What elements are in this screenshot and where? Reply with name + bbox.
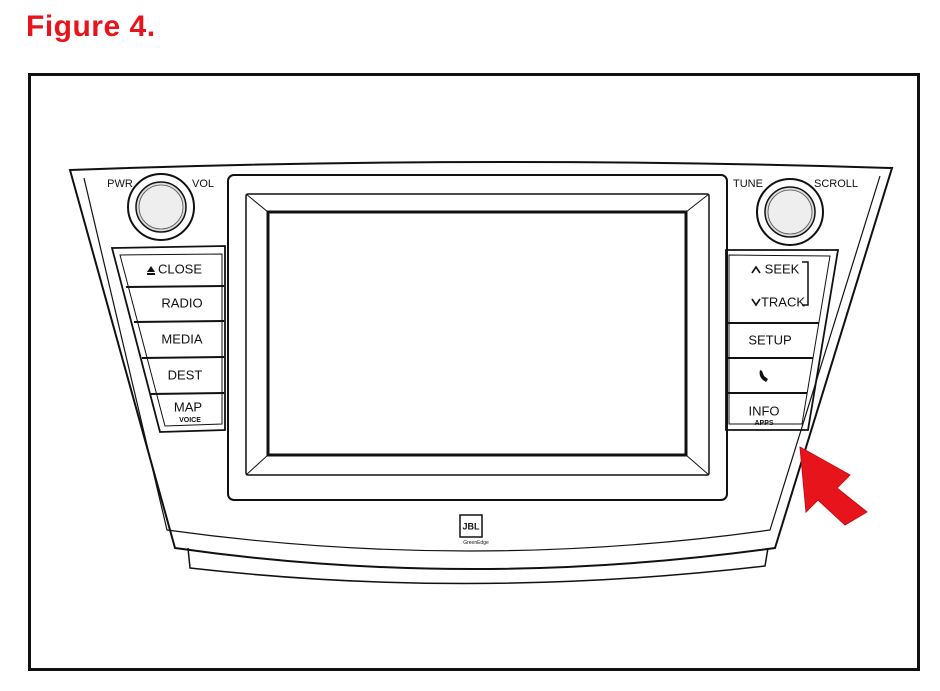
map-voice-button[interactable]: MAP VOICE [174,399,202,423]
dest-button[interactable]: DEST [168,367,203,382]
figure-frame [28,73,920,671]
media-button[interactable]: MEDIA [161,331,203,346]
setup-button[interactable]: SETUP [748,332,791,347]
info-apps-button[interactable]: INFO APPS [748,403,779,426]
apps-label: APPS [754,420,773,427]
figure-title: Figure 4. [26,10,156,43]
seek-track-bracket [802,261,809,306]
close-label: CLOSE [158,261,202,276]
vol-label: VOL [192,178,214,190]
track-button[interactable]: TRACK [751,294,805,309]
right-button-dividers [727,322,819,394]
jbl-logo: JBL GreenEdge [459,514,489,546]
right-knob[interactable] [756,178,824,246]
radio-button[interactable]: RADIO [161,295,202,310]
track-label: TRACK [761,294,805,309]
arrow-icon [799,446,868,526]
bezel-outline [68,160,894,585]
chevron-down-icon [751,298,761,307]
seek-label: SEEK [765,261,800,276]
display-screen [227,174,728,501]
left-button-dividers [125,285,225,395]
seek-button[interactable]: SEEK [751,261,800,276]
left-knob[interactable] [127,173,195,241]
close-button[interactable]: CLOSE [147,261,202,276]
info-label: INFO [748,403,779,418]
phone-icon [759,370,768,382]
right-button-group [725,249,840,431]
chevron-up-icon [751,265,761,274]
svg-text:JBL: JBL [462,521,480,531]
map-label: MAP [174,399,202,414]
left-button-group [110,245,226,433]
phone-button[interactable] [759,370,768,382]
tune-label: TUNE [733,178,763,190]
scroll-label: SCROLL [814,178,858,190]
voice-label: VOICE [179,417,201,424]
eject-icon [147,266,155,272]
pwr-label: PWR [107,178,133,190]
svg-text:GreenEdge: GreenEdge [463,540,489,546]
